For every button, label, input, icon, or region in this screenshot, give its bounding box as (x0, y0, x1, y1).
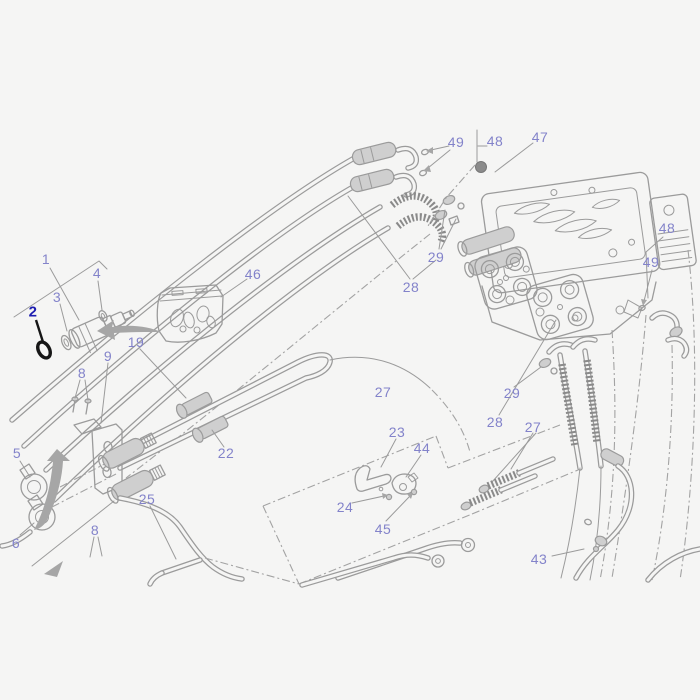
quick-coupler-block-drawing (474, 246, 594, 341)
hose-fitting-pair-drawing (460, 456, 556, 511)
part-label-28a[interactable]: 28 (402, 279, 420, 295)
part-label-9[interactable]: 9 (103, 348, 113, 364)
part-label-43[interactable]: 43 (530, 551, 548, 567)
hose-43-drawing (551, 448, 700, 583)
part-label-2-selected[interactable]: 2 (28, 303, 38, 321)
part-label-1[interactable]: 1 (41, 251, 51, 267)
part-label-8a[interactable]: 8 (77, 365, 87, 381)
o-ring-part-2-highlighted[interactable] (34, 319, 53, 360)
part-label-29a[interactable]: 29 (427, 249, 445, 265)
part-label-19[interactable]: 19 (127, 334, 145, 350)
part-label-45[interactable]: 45 (374, 521, 392, 537)
part-label-49a[interactable]: 49 (447, 134, 465, 150)
part-label-28b[interactable]: 28 (486, 414, 504, 430)
hose-assembly-right-drawing (491, 249, 696, 581)
part-label-5[interactable]: 5 (12, 445, 22, 461)
pressure-valve-drawing (13, 260, 135, 354)
part-label-24[interactable]: 24 (336, 499, 354, 515)
lever-clamp-drawing (351, 438, 422, 522)
part-label-46[interactable]: 46 (244, 266, 262, 282)
part-label-44[interactable]: 44 (413, 440, 431, 456)
part-label-29b[interactable]: 29 (503, 385, 521, 401)
steel-pipe-assembly-drawing (51, 348, 471, 508)
part-label-48a[interactable]: 48 (486, 133, 504, 149)
arrow-up-icon (34, 449, 70, 530)
part-label-23[interactable]: 23 (388, 424, 406, 440)
quick-coupler-drawing (0, 432, 245, 582)
part-label-48b[interactable]: 48 (658, 220, 676, 236)
hose-end-fittings-drawing (349, 141, 487, 244)
seal-kit-bag-drawing (156, 278, 248, 343)
part-label-49b[interactable]: 49 (642, 254, 660, 270)
part-label-22[interactable]: 22 (217, 445, 235, 461)
arrow-small-icon (44, 561, 63, 577)
part-label-4[interactable]: 4 (92, 265, 102, 281)
alignment-guide-lines (262, 424, 579, 585)
part-label-6[interactable]: 6 (11, 535, 21, 551)
leader-lines-top (347, 129, 534, 280)
part-label-25[interactable]: 25 (138, 491, 156, 507)
part-label-27b[interactable]: 27 (524, 419, 542, 435)
arrow-left-icon (97, 320, 161, 340)
part-label-47[interactable]: 47 (531, 129, 549, 145)
part-label-3[interactable]: 3 (52, 289, 62, 305)
part-label-27a[interactable]: 27 (374, 384, 392, 400)
return-pipes-drawing (147, 505, 476, 588)
elbow-fitting-right-drawing (611, 236, 690, 581)
hose-routing-curves (9, 153, 431, 503)
part-label-8b[interactable]: 8 (90, 522, 100, 538)
